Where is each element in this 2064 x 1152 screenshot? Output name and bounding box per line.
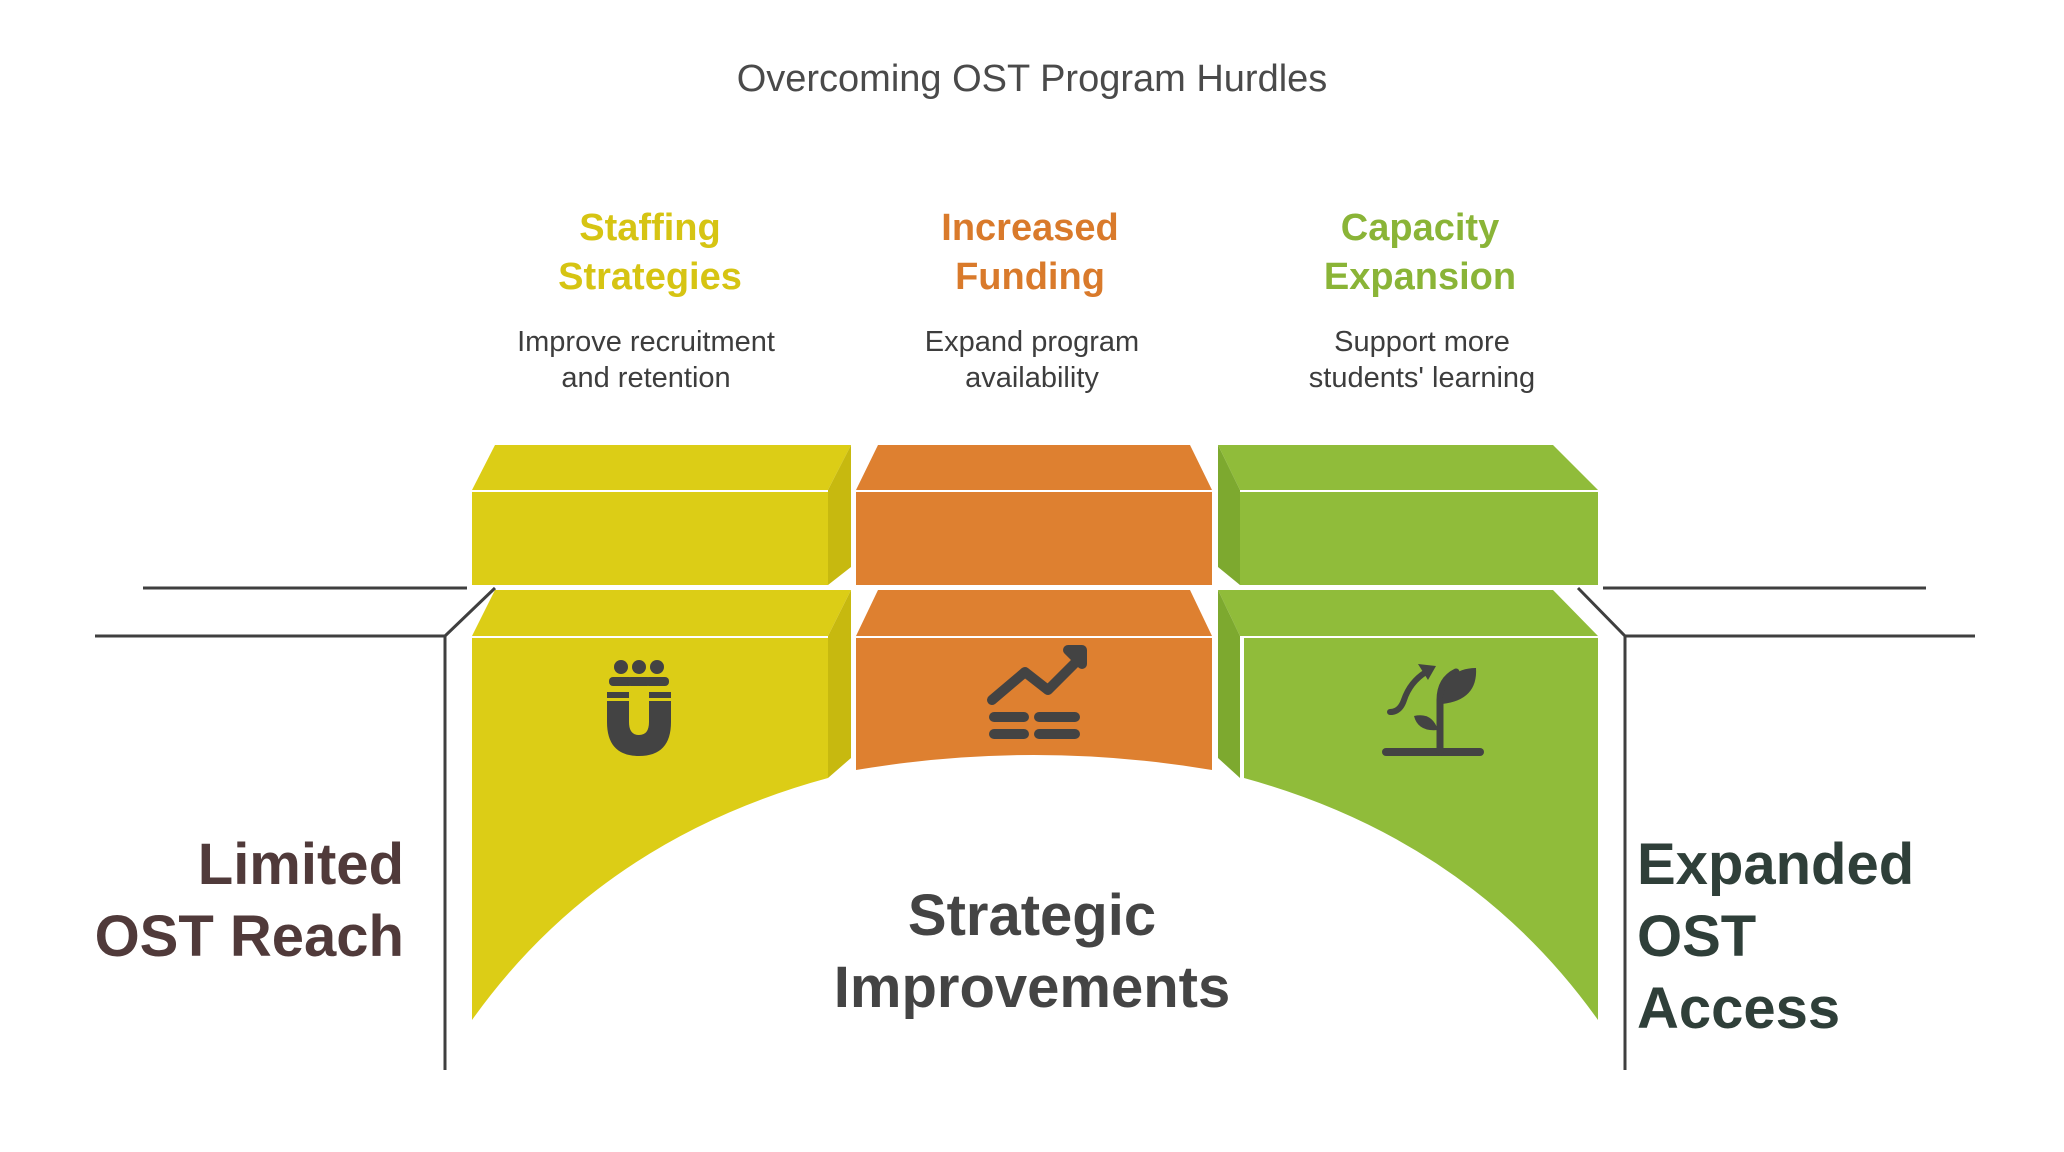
label-line: OST: [1637, 904, 1757, 969]
label-line: Strategic: [907, 883, 1157, 948]
heading-line: Funding: [955, 256, 1105, 298]
bridge-label-strategic-improvements: Strategic Improvements: [0, 880, 2064, 1024]
sprout-growth-icon: [1382, 664, 1484, 756]
label-line: Expanded: [1637, 832, 1915, 897]
arch-block-staffing: [472, 590, 851, 1020]
arch-block-capacity: [1218, 590, 1598, 1020]
label-line: OST Reach: [94, 904, 404, 969]
diagram-title: Overcoming OST Program Hurdles: [736, 58, 1328, 100]
heading-line: Staffing: [579, 207, 721, 249]
desc-line: Improve recruitment: [517, 326, 775, 358]
ground-lines: [95, 586, 1975, 1070]
end-label-expanded-ost-access: Expanded OST Access: [1637, 829, 1914, 1045]
heading-increased-funding: Increased Funding: [820, 204, 1240, 302]
right-ground-slope: [1576, 586, 1627, 638]
heading-line: Strategies: [558, 256, 742, 298]
heading-line: Expansion: [1323, 256, 1517, 298]
desc-line: students' learning: [1308, 362, 1536, 394]
top-block-funding: [856, 445, 1212, 585]
top-block-staffing: [472, 445, 851, 585]
heading-line: Capacity: [1340, 207, 1500, 249]
desc-capacity-expansion: Support more students' learning: [1212, 324, 1632, 396]
arch-block-funding: [856, 590, 1212, 770]
heading-staffing-strategies: Staffing Strategies: [440, 204, 860, 302]
desc-staffing-strategies: Improve recruitment and retention: [436, 324, 856, 396]
left-ground-slope: [443, 586, 497, 638]
desc-line: Expand program: [924, 326, 1140, 358]
magnet-people-icon: [607, 660, 671, 756]
label-line: Limited: [197, 832, 404, 897]
top-block-capacity: [1218, 445, 1598, 585]
heading-capacity-expansion: Capacity Expansion: [1210, 204, 1630, 302]
growth-coins-icon: [987, 645, 1087, 739]
desc-line: and retention: [561, 362, 731, 394]
label-line: Improvements: [833, 955, 1231, 1020]
desc-line: Support more: [1334, 326, 1510, 358]
start-label-limited-ost-reach: Limited OST Reach: [95, 829, 404, 973]
label-line: Access: [1637, 976, 1841, 1041]
desc-line: availability: [965, 362, 1099, 394]
desc-increased-funding: Expand program availability: [822, 324, 1242, 396]
heading-line: Increased: [941, 207, 1119, 249]
